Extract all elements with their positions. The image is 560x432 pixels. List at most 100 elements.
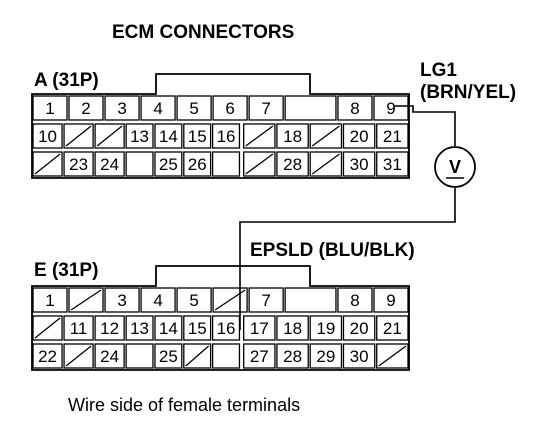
terminal-cell: [373, 95, 409, 121]
terminal-cell: [248, 95, 284, 121]
terminal-cell: [376, 315, 409, 341]
empty-terminal-slash: [65, 345, 92, 367]
terminal-cell: [154, 123, 183, 149]
terminal-number: 28: [283, 155, 302, 174]
terminal-cell: [276, 343, 309, 369]
terminal-number: 9: [386, 99, 395, 118]
probe-wire-lg1: [394, 105, 456, 146]
terminal-number: 13: [130, 319, 149, 338]
terminal-cell: [211, 151, 241, 177]
terminal-number: 24: [100, 347, 119, 366]
terminal-number: 26: [188, 155, 207, 174]
terminal-cell: [309, 315, 343, 341]
connector-outline: [31, 265, 410, 371]
terminal-cell: [337, 95, 373, 121]
terminal-cell: [183, 123, 212, 149]
terminal-cell: [176, 287, 212, 313]
terminal-number: 21: [383, 319, 402, 338]
terminal-cell: [125, 151, 154, 177]
terminal-number: 16: [217, 319, 236, 338]
connector-a-label: A (31P): [34, 70, 99, 91]
terminal-cell: [211, 123, 241, 149]
terminal-number: 20: [350, 319, 369, 338]
terminal-cell: [309, 343, 343, 369]
terminal-number: 4: [153, 291, 162, 310]
empty-terminal-slash: [311, 153, 340, 175]
terminal-number: 17: [250, 319, 269, 338]
terminal-cell: [373, 287, 409, 313]
terminal-number: 19: [316, 319, 335, 338]
terminal-number: 1: [45, 99, 54, 118]
terminal-number: 8: [350, 291, 359, 310]
terminal-cell: [176, 95, 212, 121]
terminal-cell: [94, 343, 125, 369]
terminal-cell: [183, 315, 212, 341]
terminal-cell: [140, 287, 176, 313]
diagram-title: ECM CONNECTORS: [112, 22, 294, 43]
terminal-cell: [342, 123, 376, 149]
terminal-number: 21: [383, 127, 402, 146]
terminal-number: 18: [283, 127, 302, 146]
terminal-cell: [68, 95, 104, 121]
terminal-cell: [125, 123, 154, 149]
terminal-number: 16: [217, 127, 236, 146]
empty-terminal-slash: [311, 125, 340, 147]
empty-terminal-slash: [96, 125, 123, 147]
terminal-number: 27: [250, 347, 269, 366]
terminal-cell: [32, 95, 68, 121]
terminal-cell: [154, 343, 183, 369]
terminal-number: 11: [70, 319, 88, 338]
terminal-number: 12: [100, 319, 119, 338]
terminal-number: 23: [69, 155, 88, 174]
terminal-number: 4: [153, 99, 162, 118]
empty-terminal-slash: [185, 345, 210, 367]
terminal-number: 10: [38, 127, 57, 146]
probe-wire-epsld: [239, 188, 456, 330]
terminal-number: 31: [383, 155, 402, 174]
terminal-cell: [337, 287, 373, 313]
terminal-number: 15: [188, 319, 207, 338]
terminal-number: 6: [225, 99, 234, 118]
terminal-cell: [342, 343, 376, 369]
terminal-cell: [94, 315, 125, 341]
terminal-cell: [243, 315, 276, 341]
empty-terminal-slash: [378, 345, 407, 367]
terminal-cell: [104, 95, 140, 121]
terminal-cell: [243, 343, 276, 369]
terminal-number: 14: [159, 319, 178, 338]
terminal-cell: [284, 287, 337, 313]
terminal-number: 30: [350, 347, 369, 366]
terminal-cell: [63, 151, 94, 177]
voltmeter-symbol: V: [449, 157, 461, 177]
terminal-cell: [140, 95, 176, 121]
terminal-number: 5: [189, 291, 198, 310]
empty-terminal-slash: [70, 289, 102, 311]
diagram-caption: Wire side of female terminals: [68, 395, 300, 415]
terminal-cell: [63, 315, 94, 341]
terminal-cell: [276, 315, 309, 341]
terminal-cell: [376, 151, 409, 177]
terminal-cell: [32, 123, 63, 149]
empty-terminal-slash: [245, 153, 274, 175]
terminal-cell: [104, 287, 140, 313]
terminal-number: 30: [350, 155, 369, 174]
probe-epsld-label: EPSLD (BLU/BLK): [250, 240, 415, 261]
terminal-cell: [125, 315, 154, 341]
empty-terminal-slash: [245, 125, 274, 147]
terminal-cell: [276, 123, 309, 149]
terminal-number: 3: [117, 291, 126, 310]
empty-terminal-slash: [34, 317, 61, 339]
terminal-number: 13: [130, 127, 149, 146]
terminal-cell: [342, 151, 376, 177]
terminal-number: 15: [188, 127, 207, 146]
terminal-number: 8: [350, 99, 359, 118]
terminal-number: 3: [117, 99, 126, 118]
terminal-number: 5: [189, 99, 198, 118]
terminal-number: 9: [386, 291, 395, 310]
probe-lg1-label: LG1: [420, 60, 457, 81]
terminal-cell: [125, 343, 154, 369]
voltmeter-icon: [434, 146, 476, 188]
